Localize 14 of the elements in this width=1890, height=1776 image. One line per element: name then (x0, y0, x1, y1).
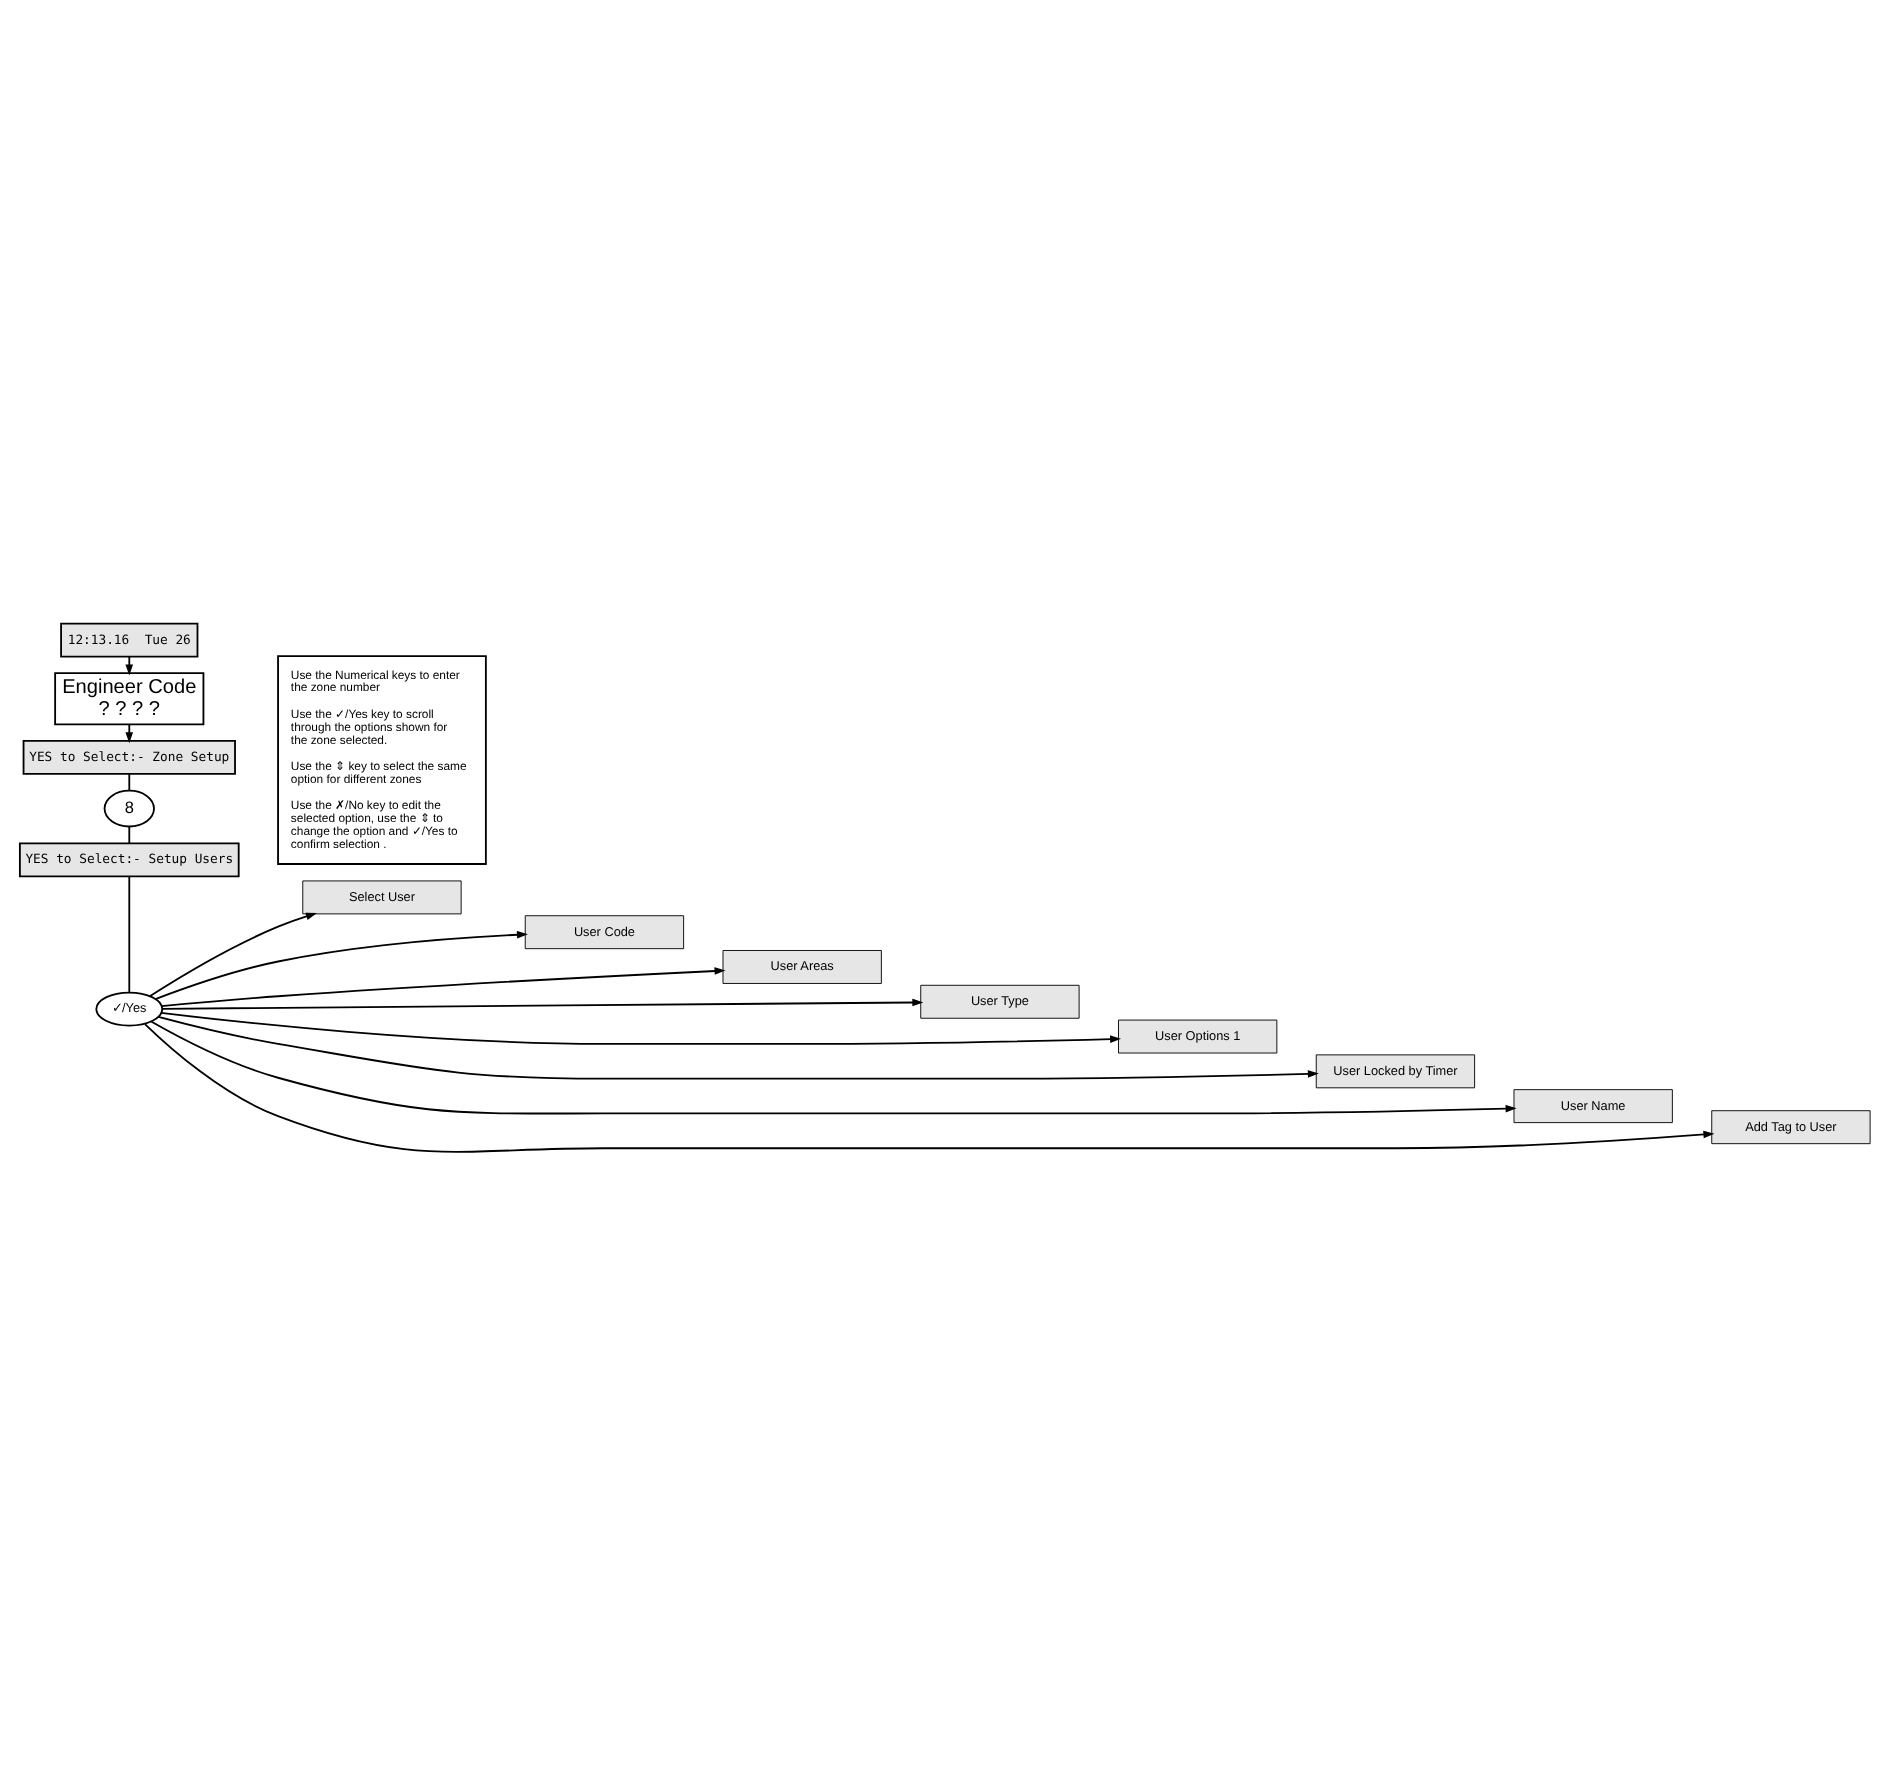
arrow (150, 1020, 1517, 1115)
arrow (148, 912, 317, 998)
arrow (157, 1015, 1319, 1080)
arrow (154, 930, 528, 1000)
arrow (144, 1023, 1715, 1153)
connector (128, 825, 131, 844)
connector (128, 773, 131, 792)
arrow (125, 723, 134, 744)
node-ellipse: 8 (103, 789, 155, 828)
arrow (160, 1012, 1122, 1045)
connector (128, 875, 131, 994)
node-box: Engineer Code ? ? ? ? (54, 672, 205, 726)
arrow (160, 967, 726, 1007)
arrow (161, 998, 924, 1010)
